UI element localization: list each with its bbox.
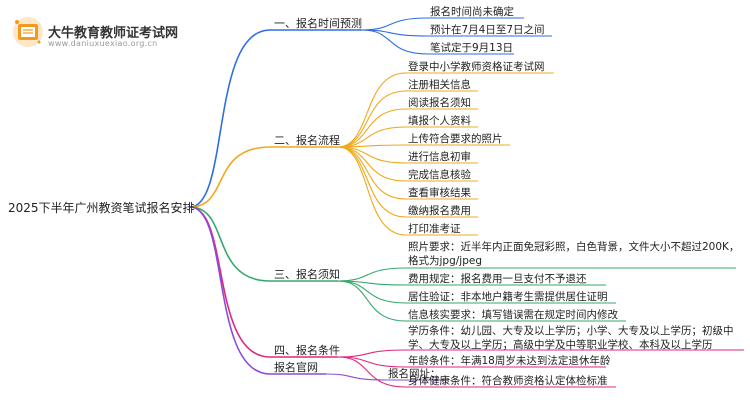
- connector-line: [337, 280, 407, 304]
- connector-line: [337, 267, 407, 282]
- branch-node: 一、报名时间预测: [274, 17, 362, 30]
- branch-node: 四、报名条件: [274, 344, 340, 357]
- leaf-node: 填报个人资料: [408, 115, 471, 127]
- connector-line: [361, 17, 429, 31]
- connector-line: [337, 126, 407, 148]
- leaf-node: 费用规定：报名费用一旦支付不予退还: [408, 273, 587, 285]
- logo-subtitle: www.daniuxuexiao.org.cn: [48, 39, 158, 48]
- leaf-node: 年龄条件：年满18周岁未达到法定退休年龄: [408, 355, 611, 367]
- leaf-node: 笔试定于9月13日: [430, 42, 514, 54]
- leaf-node: 查看审核结果: [408, 187, 471, 199]
- connector-line: [325, 373, 387, 381]
- leaf-node: 缴纳报名费用: [408, 205, 471, 217]
- leaf-node: 预计在7月4日至7日之间: [430, 24, 545, 36]
- leaf-node: 报名网址：: [388, 368, 441, 380]
- branch-node: 二、报名流程: [274, 134, 340, 147]
- connector-line: [337, 356, 407, 368]
- connector-line: [189, 29, 271, 208]
- leaf-node: 登录中小学教师资格证考试网: [408, 61, 545, 73]
- connector-line: [337, 108, 407, 148]
- leaf-node: 上传符合要求的照片: [408, 133, 503, 145]
- branch-node: 报名官网: [274, 361, 318, 374]
- book-logo-icon: [13, 17, 43, 47]
- connector-line: [189, 206, 271, 282]
- connector-line: [337, 349, 407, 358]
- connector-line: [189, 206, 271, 358]
- leaf-node: 照片要求：近半年内正面免冠彩照，白色背景，文件大小不超过200K，格式为jpg/…: [408, 241, 740, 267]
- leaf-node: 打印准考证: [408, 223, 461, 235]
- leaf-node: 信息核实要求：填写错误需在规定时间内修改: [408, 309, 618, 321]
- leaf-node: 身体健康条件：符合教师资格认定体检标准: [408, 375, 608, 387]
- leaf-node: 注册相关信息: [408, 79, 471, 91]
- connector-line: [337, 356, 407, 388]
- connector-line: [361, 29, 429, 55]
- connector-line: [337, 72, 407, 148]
- connector-line: [337, 280, 407, 322]
- branch-node: 三、报名须知: [274, 268, 340, 281]
- root-node: 2025下半年广州教资笔试报名安排: [8, 201, 195, 215]
- logo: [8, 14, 218, 54]
- connector-line: [189, 146, 271, 208]
- leaf-node: 进行信息初审: [408, 151, 471, 163]
- leaf-node: 报名时间尚未确定: [430, 6, 514, 18]
- connector-line: [337, 90, 407, 148]
- leaf-node: 完成信息核验: [408, 169, 471, 181]
- logo-title: 大牛教育教师证考试网: [48, 26, 179, 41]
- leaf-node: 阅读报名须知: [408, 97, 471, 109]
- connector-line: [189, 206, 271, 375]
- connector-line: [337, 146, 407, 182]
- leaf-node: 居住验证：非本地户籍考生需提供居住证明: [408, 291, 608, 303]
- leaf-node: 学历条件：幼儿园、大专及以上学历；小学、大专及以上学历；初级中学、大专及以上学历…: [408, 325, 734, 351]
- connector-line: [337, 146, 407, 236]
